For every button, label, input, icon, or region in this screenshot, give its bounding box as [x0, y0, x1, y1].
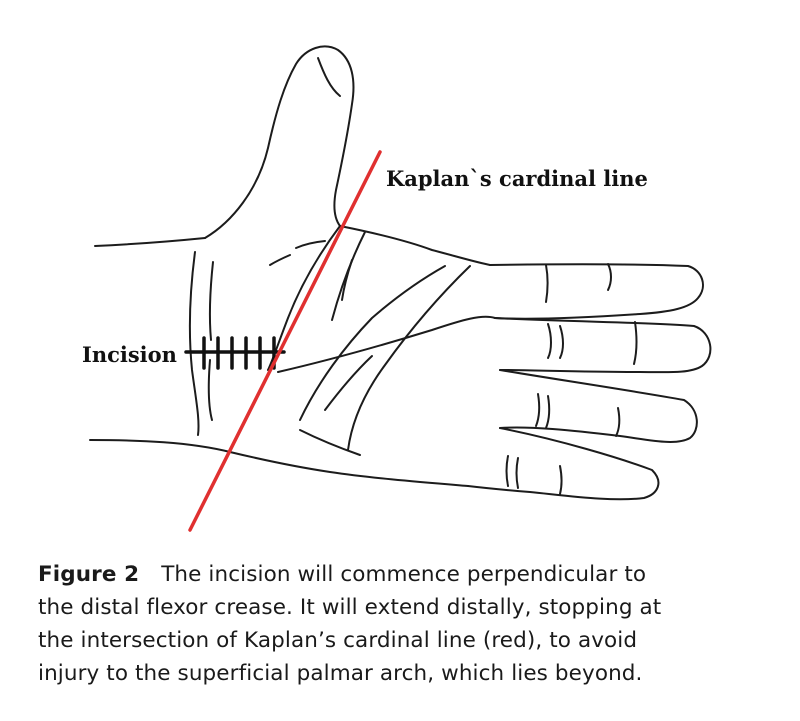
middle-crease-1	[547, 323, 552, 359]
kaplan-cardinal-line	[188, 150, 382, 532]
incision-label: Incision	[82, 342, 177, 367]
index-crease-1	[545, 264, 549, 303]
ring-crease-2	[545, 395, 551, 429]
caption-line-2: the distal flexor crease. It will extend…	[38, 595, 662, 620]
middle-crease-3	[633, 321, 638, 365]
wrist-line	[188, 251, 200, 436]
index-finger	[489, 263, 704, 320]
palm-line-2	[299, 429, 361, 456]
caption-line-1: Figure 2 The incision will commence perpe…	[38, 558, 778, 591]
forearm-upper-edge	[94, 237, 206, 247]
thenar-crease-2	[331, 231, 366, 321]
caption-line-4: injury to the superficial palmar arch, w…	[38, 661, 643, 686]
caption-text-1: The incision will commence perpendicular…	[161, 562, 647, 587]
middle-finger	[494, 317, 712, 374]
little-crease-3	[559, 465, 563, 495]
hand-diagram: Kaplan`s cardinal line Incision	[82, 45, 712, 532]
little-finger	[467, 427, 660, 501]
ring-finger	[499, 369, 698, 443]
little-crease-1	[505, 455, 509, 487]
thumb-nail	[317, 57, 341, 97]
palm-lower-edge	[89, 439, 469, 487]
wrist-line-2	[208, 261, 214, 341]
figure-caption: Figure 2 The incision will commence perpe…	[38, 558, 778, 690]
palm-line-5	[269, 254, 291, 266]
proximal-crease	[277, 315, 496, 373]
ring-crease-3	[615, 407, 621, 437]
kaplan-cardinal-line-label: Kaplan`s cardinal line	[386, 166, 648, 191]
incision-mark	[184, 336, 286, 370]
heart-crease	[347, 265, 471, 451]
thenar-crease	[267, 225, 341, 371]
middle-crease-2	[559, 325, 564, 359]
index-crease-2	[607, 263, 612, 291]
thumb-web	[339, 225, 491, 266]
palm-line-1	[324, 355, 373, 411]
palm-line-3	[341, 259, 353, 301]
hand-drawing	[89, 45, 712, 532]
ring-crease-1	[535, 393, 541, 427]
thumb-outline	[204, 45, 355, 239]
figure-number: Figure 2	[38, 562, 140, 587]
palm-line-4	[295, 240, 326, 249]
little-crease-2	[515, 457, 519, 489]
wrist-line-3	[207, 359, 213, 421]
distal-crease	[299, 265, 446, 421]
caption-line-3: the intersection of Kaplan’s cardinal li…	[38, 628, 638, 653]
